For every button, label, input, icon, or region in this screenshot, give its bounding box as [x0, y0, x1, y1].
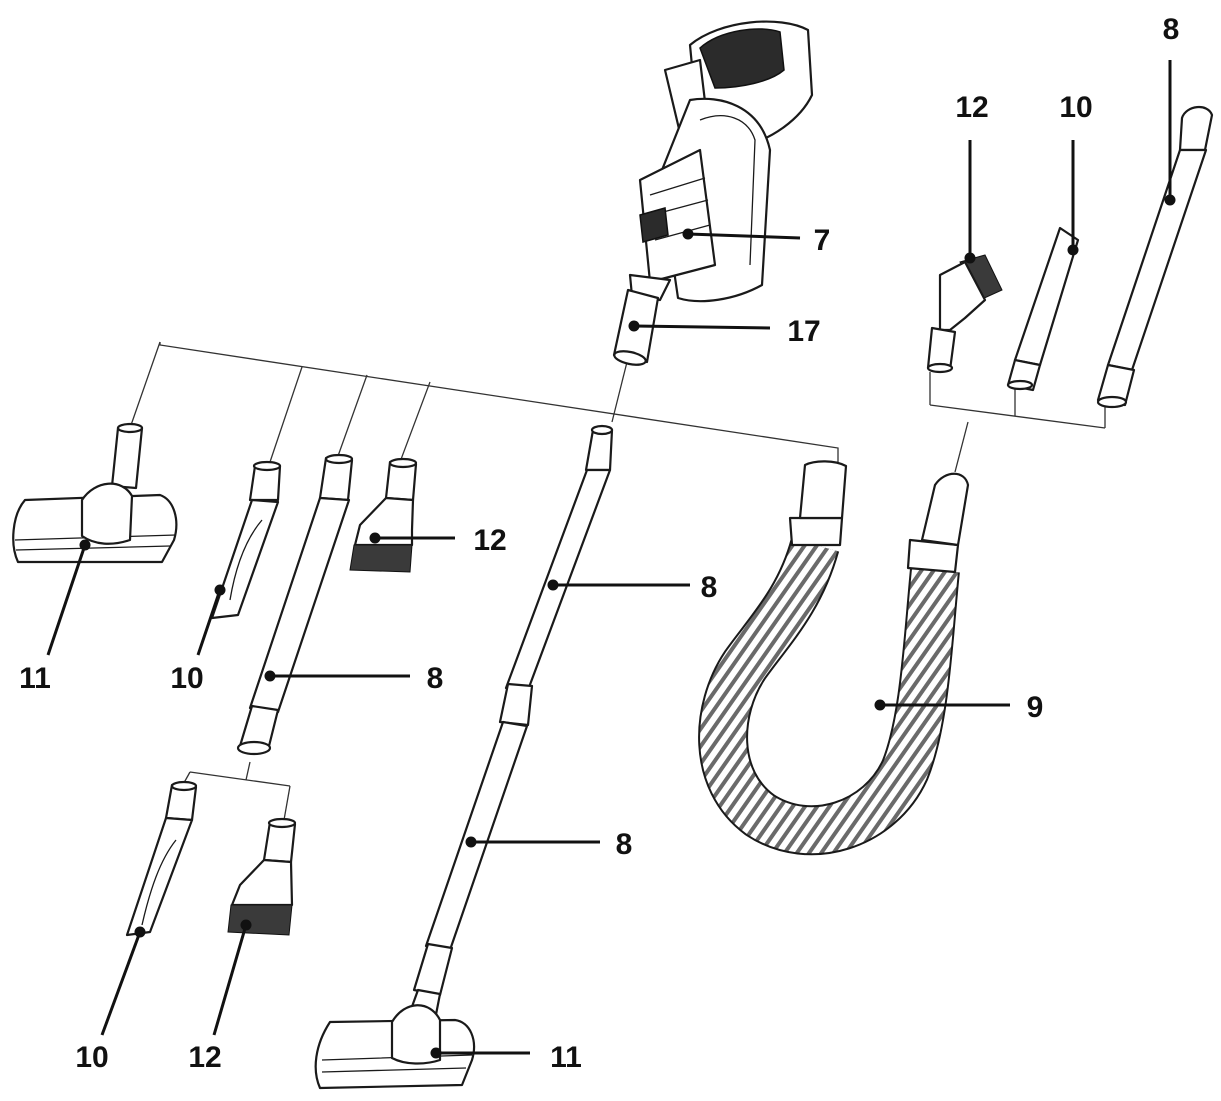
callout-12-lower: 12 [188, 1041, 222, 1074]
callout-7: 7 [813, 224, 831, 257]
callout-9: 9 [1026, 691, 1044, 724]
callout-8-middle: 8 [426, 662, 444, 695]
leader-lines [46, 60, 1176, 1059]
flexible-hose [698, 460, 970, 856]
callout-8-main-upper: 8 [700, 571, 718, 604]
callout-10-lower: 10 [75, 1041, 109, 1074]
callout-8-main-lower: 8 [615, 828, 633, 861]
brush-tool-upper [349, 457, 418, 573]
callout-17: 17 [787, 315, 821, 348]
callout-10-right: 10 [1059, 91, 1093, 124]
callout-10-left: 10 [170, 662, 204, 695]
crevice-tool-lower [125, 780, 198, 937]
extension-tube-middle [236, 453, 354, 756]
callout-12-upper: 12 [473, 524, 507, 557]
callout-11-bottom: 11 [550, 1041, 582, 1074]
callout-11-left: 11 [19, 662, 51, 695]
main-extension-tube [403, 424, 614, 1032]
handheld-vacuum-body [628, 20, 814, 303]
extension-tube-right [1096, 106, 1214, 409]
brush-tool-right [926, 254, 1003, 374]
brush-tool-lower [227, 817, 297, 936]
floor-nozzle-left [12, 422, 178, 564]
crevice-tool-left [210, 460, 282, 620]
callout-8-right: 8 [1162, 13, 1180, 46]
crevice-tool-right [1006, 226, 1080, 392]
floor-nozzle-bottom [314, 1004, 476, 1090]
callout-12-right: 12 [955, 91, 989, 124]
